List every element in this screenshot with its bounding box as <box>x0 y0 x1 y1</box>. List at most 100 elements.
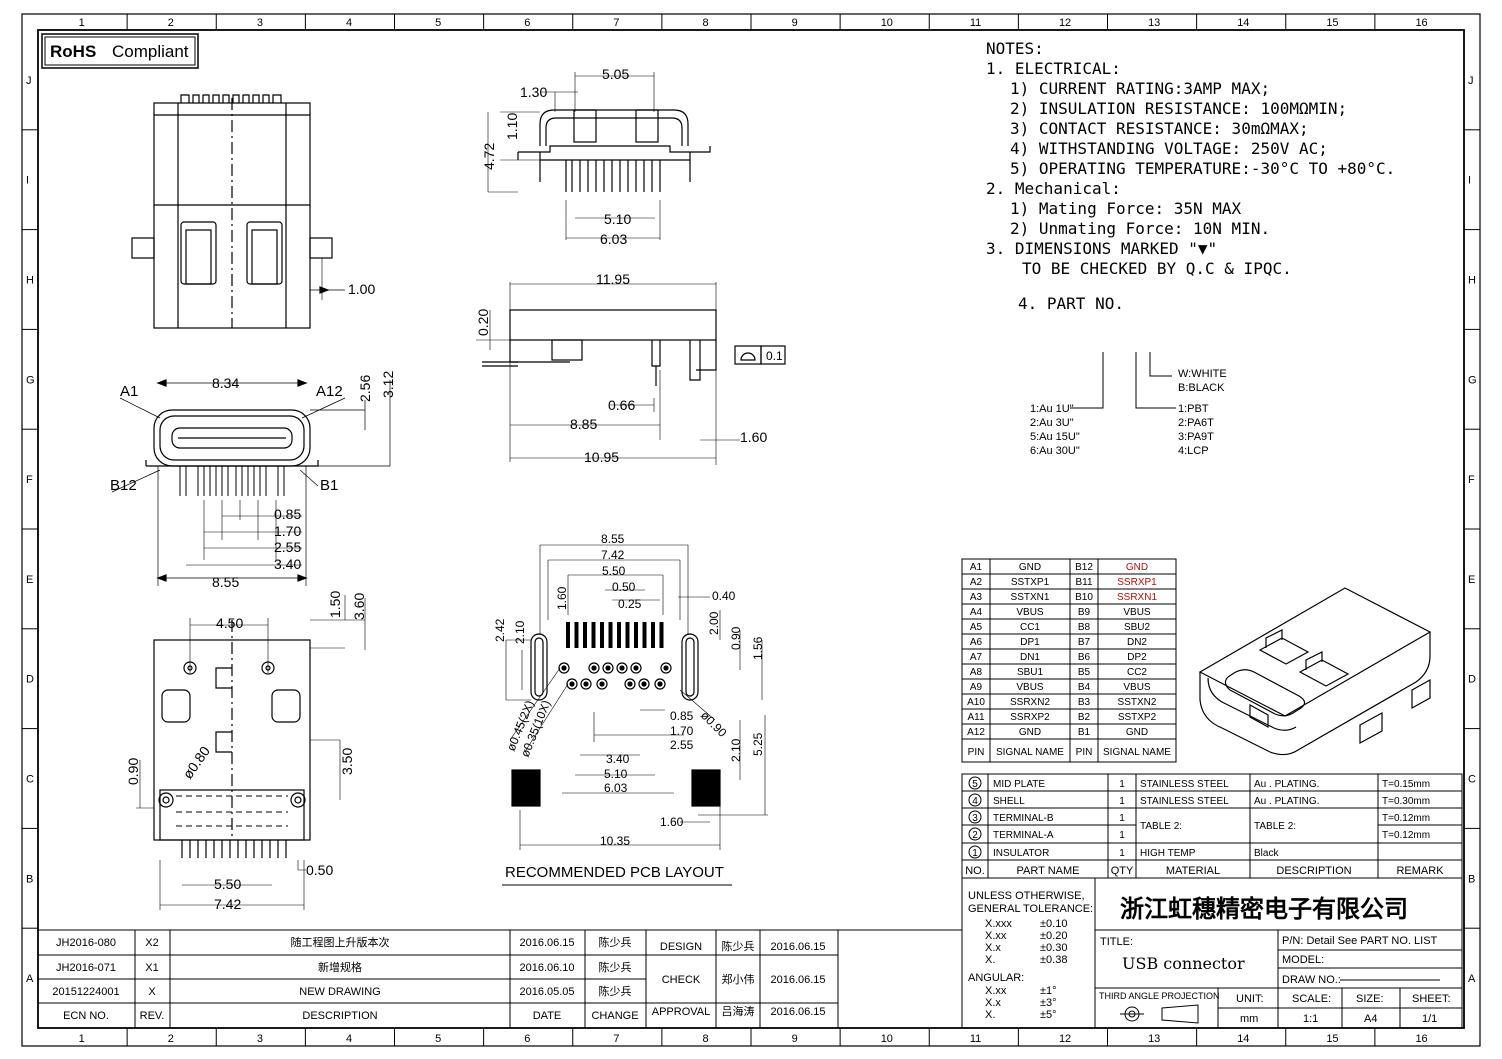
bom-part-name: SHELL <box>993 796 1025 807</box>
grid-row-label-right: G <box>1468 374 1477 386</box>
pin-id: A6 <box>970 637 983 648</box>
grid-col-label-bottom: 15 <box>1326 1033 1338 1045</box>
bom-part-name: INSULATOR <box>993 848 1049 859</box>
plating-1: 1:Au 1U" <box>1030 403 1074 415</box>
note-temperature: 5) OPERATING TEMPERATURE:-30°C TO +80°C. <box>1010 159 1396 178</box>
pin-id: A4 <box>970 607 983 618</box>
grid-col-label-top: 5 <box>435 17 441 29</box>
label-b1: B1 <box>320 477 338 494</box>
rev-description: NEW DRAWING <box>299 986 380 998</box>
dim-1-60-profile: 1.60 <box>740 429 767 445</box>
pcb-hole <box>588 662 600 674</box>
pcb-dim-0-85: 0.85 <box>670 709 694 723</box>
rev-code: X2 <box>145 937 158 949</box>
grid-ticks <box>22 14 1480 1046</box>
bom-header: PART NAME <box>1017 865 1080 877</box>
sheet-value: 1/1 <box>1422 1013 1437 1025</box>
grid-col-label-bottom: 11 <box>970 1033 981 1045</box>
grid-col-label-top: 6 <box>524 17 530 29</box>
grid-row-label-right: D <box>1468 674 1476 686</box>
part-number: P/N: Detail See PART NO. LIST <box>1282 935 1438 947</box>
rev-description: 随工程图上升版本次 <box>291 935 390 949</box>
pin-id: A9 <box>970 682 983 693</box>
grid-col-label-bottom: 5 <box>435 1033 441 1045</box>
dim-8-85: 8.85 <box>570 416 597 432</box>
dim-0-85: 0.85 <box>274 506 301 522</box>
signal-name: VBUS <box>1123 682 1151 693</box>
pcb-hole-center <box>591 665 597 671</box>
scale-label: SCALE: <box>1292 993 1331 1005</box>
unit-label: UNIT: <box>1236 993 1264 1005</box>
bom-header: MATERIAL <box>1166 865 1220 877</box>
pcb-dim-1-60-v: 1.60 <box>555 586 569 610</box>
signal-name: SSTXP1 <box>1011 577 1050 588</box>
grid-col-label-top: 13 <box>1148 17 1160 29</box>
grid-col-label-bottom: 6 <box>524 1033 530 1045</box>
dim-7-42: 7.42 <box>214 896 241 912</box>
bom-description: TABLE 2: <box>1254 821 1296 832</box>
pcb-pad <box>600 622 604 648</box>
profile-view <box>476 282 786 465</box>
bom-description: Au . PLATING. <box>1254 779 1319 790</box>
pcb-dim-5-10: 5.10 <box>604 767 628 781</box>
rev-changed-by: 陈少兵 <box>599 935 632 949</box>
pcb-dim-7-42: 7.42 <box>601 548 625 562</box>
pcb-hole-center <box>605 665 611 671</box>
signal-name: CC1 <box>1020 622 1040 633</box>
note-qc: TO BE CHECKED BY Q.C & IPQC. <box>1022 259 1292 278</box>
grid-col-label-bottom: 16 <box>1415 1033 1427 1045</box>
grid-row-label-right: I <box>1468 175 1471 187</box>
pcb-dim-2-55: 2.55 <box>670 738 694 752</box>
pcb-dim-8-55: 8.55 <box>601 532 625 546</box>
rev-date: 2016.06.15 <box>519 937 574 949</box>
revision-block-grid <box>37 929 962 1029</box>
grid-row-label-left: J <box>26 75 32 87</box>
dim-2-56: 2.56 <box>357 375 373 402</box>
dim-5-10-top: 5.10 <box>604 211 631 227</box>
angular-label: ANGULAR: <box>968 972 1024 984</box>
grid-labels: 1122334455667788991010111112121313141415… <box>26 17 1477 1045</box>
dim-3-60: 3.60 <box>351 593 367 620</box>
material-1: 1:PBT <box>1178 403 1209 415</box>
pcb-dim-0-90: 0.90 <box>729 626 743 650</box>
bom-material: STAINLESS STEEL <box>1140 779 1229 790</box>
dim-10-95: 10.95 <box>584 449 619 465</box>
bom-qty: 1 <box>1119 830 1125 841</box>
grid-row-label-left: B <box>26 873 33 885</box>
tolerance-value: ±0.38 <box>1040 954 1067 966</box>
size-label: SIZE: <box>1356 993 1384 1005</box>
bom-part-name: TERMINAL-A <box>993 830 1054 841</box>
pin-id: B12 <box>1075 562 1093 573</box>
bom-item-no: 5 <box>972 779 978 790</box>
signal-name: SBU1 <box>1017 667 1044 678</box>
signal-name: SBU2 <box>1124 622 1151 633</box>
note-unmating-force: 2) Unmating Force: 10N MIN. <box>1010 219 1271 238</box>
signal-name: VBUS <box>1016 682 1044 693</box>
pcb-layout-title: RECOMMENDED PCB LAYOUT <box>505 864 724 881</box>
bom-qty: 1 <box>1119 779 1125 790</box>
title-label: TITLE: <box>1100 936 1133 948</box>
bom-header: NO. <box>965 865 985 877</box>
pcb-dim-0-25: 0.25 <box>618 597 642 611</box>
pcb-hole-center <box>583 681 589 687</box>
rohs-label: RoHS <box>50 42 96 61</box>
pin-id: B10 <box>1075 592 1093 603</box>
material-4: 4:LCP <box>1178 445 1209 457</box>
grid-row-label-left: C <box>26 774 34 786</box>
pin-id: A7 <box>970 652 983 663</box>
pin-id: A10 <box>967 697 985 708</box>
grid-col-label-bottom: 3 <box>257 1033 263 1045</box>
pcb-pad <box>625 622 630 648</box>
angular-key: X.x <box>985 997 1001 1009</box>
grid-row-label-left: A <box>26 973 34 985</box>
plating-6: 6:Au 30U" <box>1030 445 1080 457</box>
dim-1-70: 1.70 <box>274 523 301 539</box>
rev-header-date: DATE <box>533 1010 562 1022</box>
pcb-hole-center <box>641 681 647 687</box>
notes-electrical: 1. ELECTRICAL: <box>986 59 1121 78</box>
size-value: A4 <box>1364 1013 1377 1025</box>
grid-col-label-bottom: 8 <box>702 1033 708 1045</box>
grid-col-label-top: 9 <box>792 17 798 29</box>
notes-mechanical: 2. Mechanical: <box>986 179 1121 198</box>
note-contact-resistance: 3) CONTACT RESISTANCE: 30mΩMAX; <box>1010 119 1309 138</box>
